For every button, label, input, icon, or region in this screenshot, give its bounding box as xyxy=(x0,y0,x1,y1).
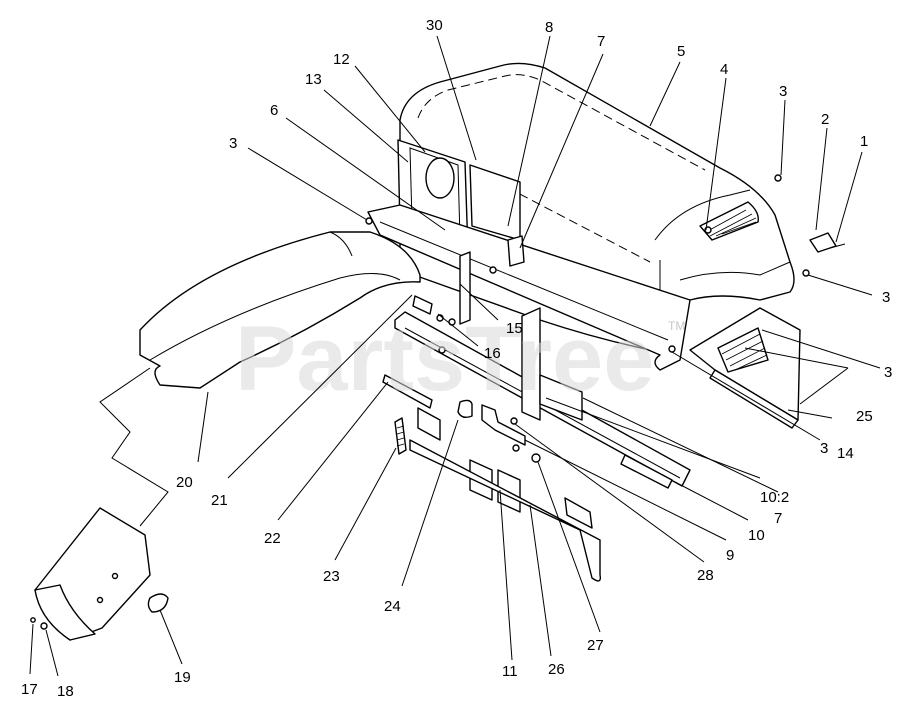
callout-10: 10 xyxy=(748,527,765,544)
callout-22: 22 xyxy=(264,530,281,547)
watermark-text: PartsTree xyxy=(235,308,654,410)
callout-4: 4 xyxy=(720,61,728,78)
callout-18: 18 xyxy=(57,683,74,700)
watermark-trademark: TM xyxy=(668,319,685,333)
callout-3: 3 xyxy=(884,364,892,381)
watermark: PartsTree TM xyxy=(235,308,685,410)
callout-16: 16 xyxy=(484,345,501,362)
deflector-plate xyxy=(689,307,801,429)
callout-26: 26 xyxy=(548,661,565,678)
callout-28: 28 xyxy=(697,567,714,584)
callout-23: 23 xyxy=(323,568,340,585)
callout-11: 11 xyxy=(502,663,518,680)
callout-7: 7 xyxy=(597,33,605,50)
rails-and-rods xyxy=(382,251,691,489)
callout-3: 3 xyxy=(882,289,890,306)
callout-5: 5 xyxy=(677,43,685,60)
callout-13: 13 xyxy=(305,71,322,88)
callout-14: 14 xyxy=(837,445,854,462)
callout-27: 27 xyxy=(587,637,604,654)
callout-2: 2 xyxy=(821,111,829,128)
leader-lines xyxy=(29,35,881,677)
callout-21: 21 xyxy=(211,492,228,509)
callout-3: 3 xyxy=(820,440,828,457)
callouts: 1 2 3 3 3 3 3 4 5 6 7 7 8 9 10 10:2 11 1… xyxy=(21,17,892,700)
callout-3: 3 xyxy=(779,83,787,100)
callout-12: 12 xyxy=(333,51,350,68)
callout-15: 15 xyxy=(506,320,523,337)
callout-10-2: 10:2 xyxy=(760,489,789,506)
callout-1: 1 xyxy=(860,133,868,150)
callout-7: 7 xyxy=(774,510,782,527)
callout-6: 6 xyxy=(270,102,278,119)
callout-25: 25 xyxy=(856,408,873,425)
callout-3: 3 xyxy=(229,135,237,152)
bracket-assembly xyxy=(394,399,602,582)
collector-hood xyxy=(365,62,846,371)
callout-30: 30 xyxy=(426,17,443,34)
chute-deflector xyxy=(30,507,169,641)
callout-9: 9 xyxy=(726,547,734,564)
callout-24: 24 xyxy=(384,598,401,615)
callout-20: 20 xyxy=(176,474,193,491)
callout-17: 17 xyxy=(21,681,38,698)
callout-8: 8 xyxy=(545,19,553,36)
callout-19: 19 xyxy=(174,669,191,686)
discharge-tube xyxy=(139,231,421,389)
